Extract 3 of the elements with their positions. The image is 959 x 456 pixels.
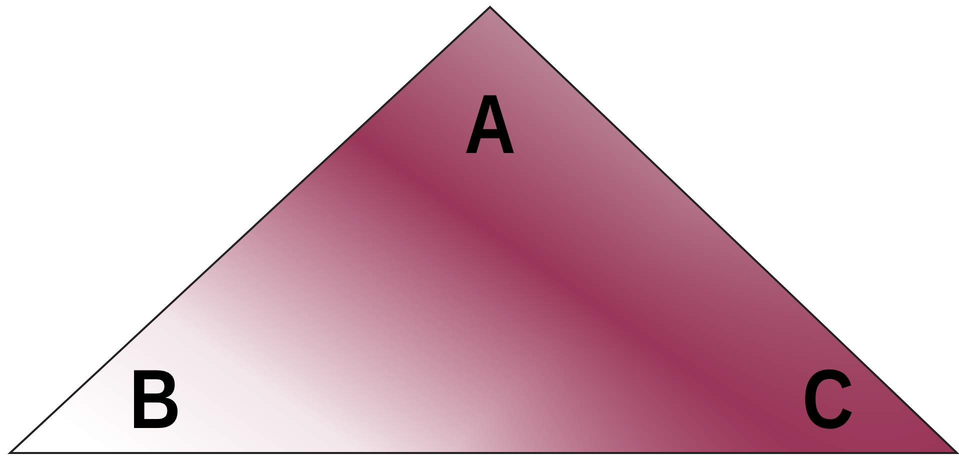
vertex-label: B <box>129 357 181 441</box>
vertex-label: A <box>464 82 516 166</box>
vertex-label: C <box>802 357 854 441</box>
